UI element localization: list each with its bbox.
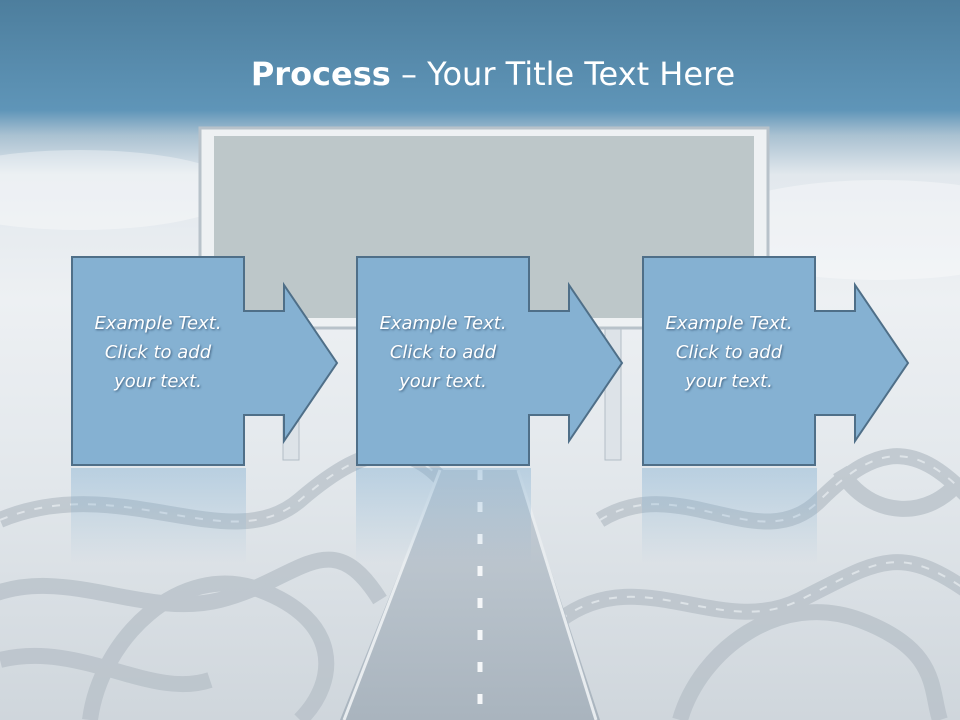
process-step-1[interactable]: Example Text. Click to add your text. [71, 256, 343, 563]
step-text-line: your text. [399, 371, 487, 392]
step-text-line: Example Text. [379, 313, 507, 334]
step-reflection [71, 468, 246, 563]
title-rest: – Your Title Text Here [390, 55, 736, 93]
step-text-line: your text. [114, 371, 202, 392]
step-text-line: Example Text. [94, 313, 222, 334]
step-text[interactable]: Example Text. Click to add your text. [73, 309, 243, 396]
process-step-3[interactable]: Example Text. Click to add your text. [642, 256, 914, 563]
step-text[interactable]: Example Text. Click to add your text. [644, 309, 814, 396]
title-bold: Process [250, 55, 391, 93]
process-step-2[interactable]: Example Text. Click to add your text. [356, 256, 628, 563]
slide-title[interactable]: Process – Your Title Text Here [0, 50, 960, 98]
step-text-line: Click to add [389, 342, 497, 363]
step-text-line: Click to add [104, 342, 212, 363]
arrow-box-shape [642, 256, 910, 466]
step-text-line: Click to add [675, 342, 783, 363]
step-reflection [642, 468, 817, 563]
step-text-line: your text. [685, 371, 773, 392]
step-text-line: Example Text. [665, 313, 793, 334]
arrow-box-shape [71, 256, 339, 466]
cloud-shape [0, 150, 240, 230]
road-edge [342, 469, 442, 720]
straight-road [340, 470, 600, 720]
arrow-box-shape [356, 256, 624, 466]
road-edge [516, 469, 598, 720]
step-text[interactable]: Example Text. Click to add your text. [358, 309, 528, 396]
step-reflection [356, 468, 531, 563]
